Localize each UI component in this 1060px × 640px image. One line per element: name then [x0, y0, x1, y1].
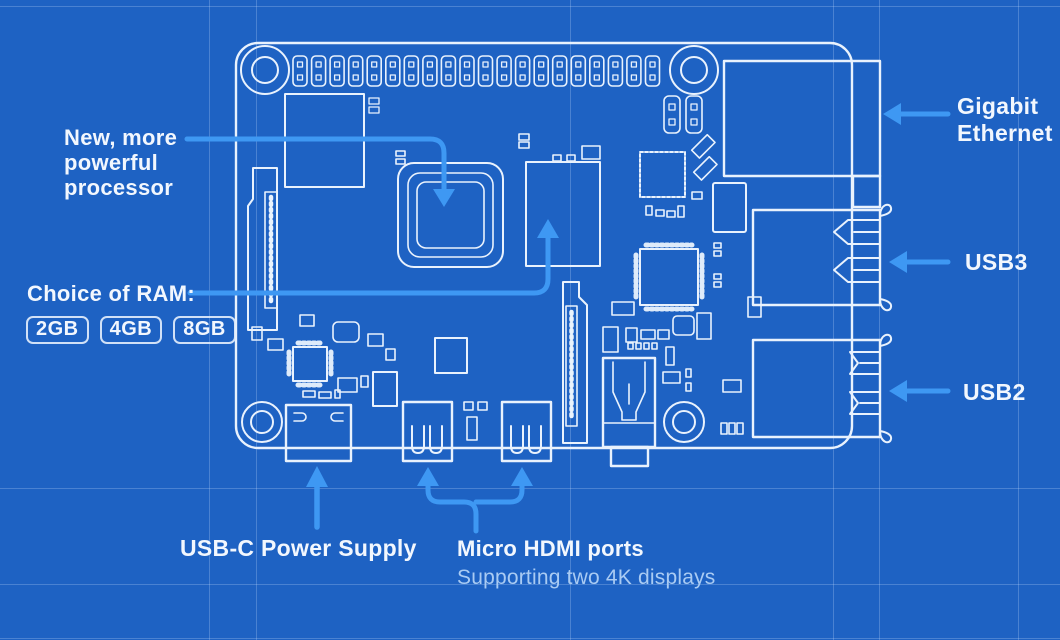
processor-label: New, more powerful processor — [64, 125, 178, 200]
poe-header — [663, 95, 703, 134]
cpu-chip — [397, 162, 504, 268]
micro-hdmi-ports — [401, 400, 553, 463]
usb2-label: USB2 — [963, 379, 1026, 405]
camera-connector — [562, 281, 588, 444]
ram-badge-4gb: 4GB — [99, 316, 163, 344]
processor-arrow — [184, 136, 455, 207]
usb2-port — [751, 333, 893, 444]
pmic-chip — [286, 340, 334, 388]
ram-label: Choice of RAM: — [27, 281, 195, 306]
usb3-label: USB3 — [965, 249, 1028, 275]
usb-controller-chip — [633, 242, 705, 312]
usb3-port — [751, 203, 893, 312]
callout-arrows — [184, 103, 951, 534]
wireless-module — [639, 151, 686, 198]
ram-chip — [525, 161, 601, 267]
hdmi-bracket-arrow — [417, 467, 533, 534]
hdmi-label-block: Micro HDMI ports Supporting two 4K displ… — [457, 536, 716, 590]
power-arrow — [306, 466, 328, 530]
usb3-arrow — [889, 251, 951, 273]
display-connector — [247, 167, 278, 331]
mounting-holes — [240, 45, 719, 443]
hdmi-title: Micro HDMI ports — [457, 536, 644, 561]
av-jack — [601, 356, 657, 468]
ram-badge-8gb: 8GB — [173, 316, 236, 344]
ram-arrow — [187, 219, 559, 296]
ram-badge-2gb: 2GB — [26, 316, 89, 344]
ram-options: 2GB 4GB 8GB — [26, 316, 236, 344]
usb-c-port — [284, 403, 353, 463]
ethernet-arrow — [883, 103, 951, 125]
gpio-header — [292, 55, 661, 87]
board-outline — [234, 41, 854, 450]
ethernet-port — [722, 59, 882, 209]
usb2-arrow — [889, 380, 951, 402]
misc-components — [251, 133, 762, 441]
power-label: USB-C Power Supply — [180, 535, 417, 561]
ethernet-label: Gigabit Ethernet — [957, 93, 1053, 146]
hdmi-subtitle: Supporting two 4K displays — [457, 566, 716, 589]
